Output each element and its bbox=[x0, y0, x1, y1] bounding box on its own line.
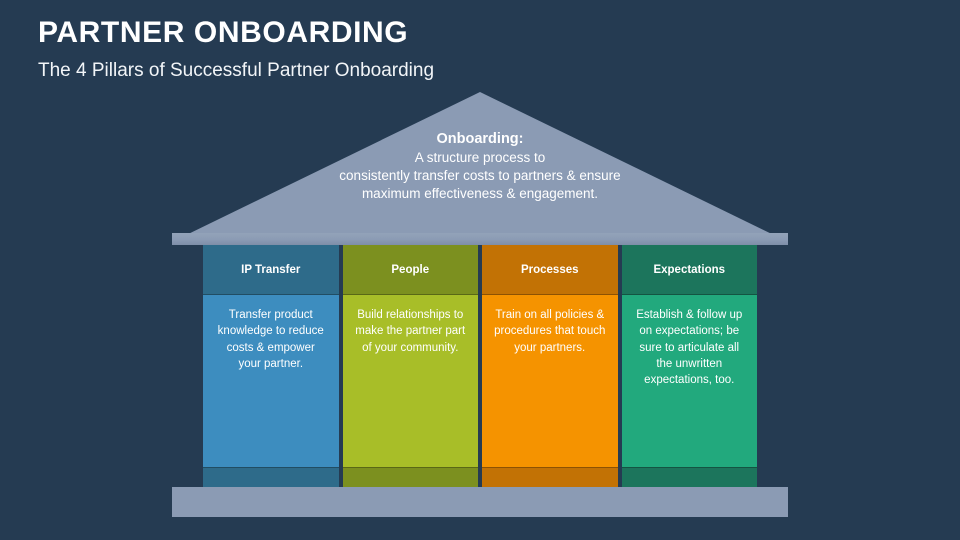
roof-text-block: Onboarding: A structure process to consi… bbox=[180, 92, 780, 238]
pillar-processes[interactable]: Processes Train on all policies & proced… bbox=[482, 245, 618, 487]
pillar-header-processes: Processes bbox=[482, 245, 618, 295]
pillar-foot-expectations bbox=[621, 467, 757, 487]
pillar-foot-processes bbox=[482, 467, 618, 487]
roof-line-3: maximum effectiveness & engagement. bbox=[361, 185, 599, 201]
pillar-body-ip-transfer: Transfer product knowledge to reduce cos… bbox=[203, 295, 339, 467]
pillar-header-people: People bbox=[342, 245, 478, 295]
page-subtitle: The 4 Pillars of Successful Partner Onbo… bbox=[38, 60, 435, 81]
pillar-foot-ip-transfer bbox=[203, 467, 339, 487]
pillar-foot-people bbox=[342, 467, 478, 487]
roof-line-2: consistently transfer costs to partners … bbox=[339, 167, 621, 183]
roof-heading: Onboarding: bbox=[436, 131, 524, 147]
pillar-header-expectations: Expectations bbox=[621, 245, 757, 295]
pillars-container: IP Transfer Transfer product knowledge t… bbox=[203, 245, 757, 487]
base-plinth bbox=[172, 487, 788, 517]
pillar-ip-transfer[interactable]: IP Transfer Transfer product knowledge t… bbox=[203, 245, 339, 487]
roof-shape: Onboarding: A structure process to consi… bbox=[180, 92, 780, 238]
pillar-body-expectations: Establish & follow up on expectations; b… bbox=[621, 295, 757, 467]
roof-triangle-icon bbox=[180, 92, 780, 238]
pillar-people[interactable]: People Build relationships to make the p… bbox=[342, 245, 478, 487]
pillar-expectations[interactable]: Expectations Establish & follow up on ex… bbox=[621, 245, 757, 487]
pillar-body-people: Build relationships to make the partner … bbox=[342, 295, 478, 467]
pillar-header-ip-transfer: IP Transfer bbox=[203, 245, 339, 295]
roof-beam bbox=[172, 233, 788, 245]
pillar-body-processes: Train on all policies & procedures that … bbox=[482, 295, 618, 467]
page-title: PARTNER ONBOARDING bbox=[38, 16, 409, 49]
roof-line-1: A structure process to bbox=[414, 150, 546, 166]
